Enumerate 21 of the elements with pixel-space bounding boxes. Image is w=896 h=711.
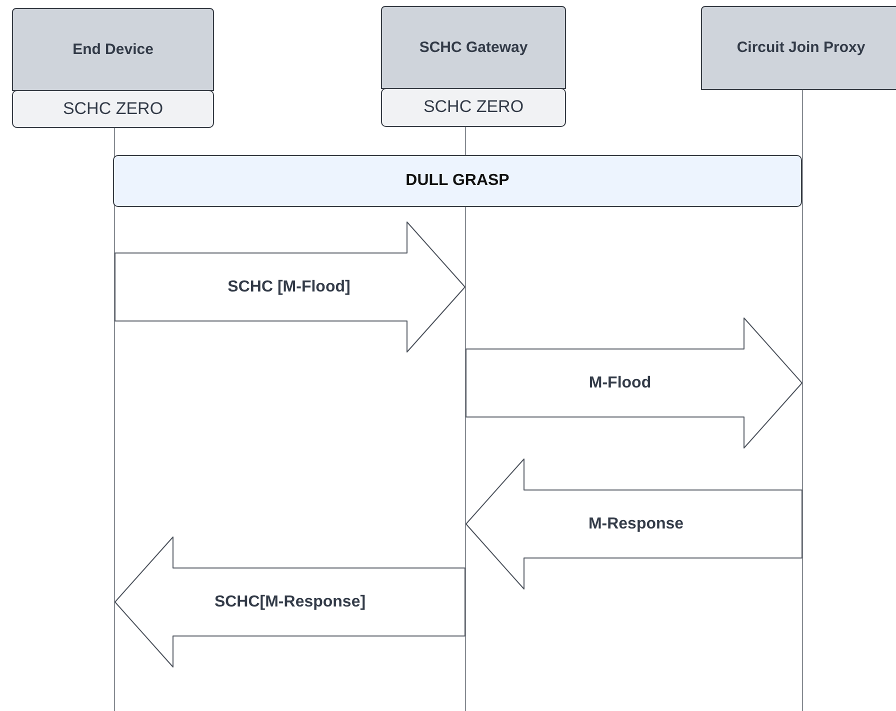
edge-label: SCHC [M-Flood] bbox=[228, 277, 350, 297]
span-label: DULL GRASP bbox=[404, 171, 510, 191]
protocol-label: SCHC ZERO bbox=[62, 98, 164, 120]
participant-name: End Device bbox=[72, 40, 154, 58]
participant-box bbox=[381, 6, 566, 89]
block-arrow bbox=[466, 318, 802, 448]
protocol-label: SCHC ZERO bbox=[422, 97, 525, 118]
edge-label: M-Response bbox=[588, 514, 684, 534]
participant-subtitle-box bbox=[12, 90, 214, 128]
participant-subtitle-box bbox=[381, 88, 566, 127]
participant-name: Circuit Join Proxy bbox=[736, 39, 866, 57]
block-arrow bbox=[466, 458, 802, 590]
participant-name: SCHC Gateway bbox=[418, 38, 529, 56]
span-bar bbox=[113, 155, 802, 207]
participant-box bbox=[701, 6, 896, 90]
edge-label: M-Flood bbox=[588, 373, 652, 393]
lifeline bbox=[802, 90, 803, 711]
block-arrow bbox=[114, 536, 466, 668]
edge-label: SCHC[M-Response] bbox=[214, 592, 366, 612]
participant-box bbox=[12, 8, 214, 91]
block-arrow bbox=[114, 222, 466, 352]
